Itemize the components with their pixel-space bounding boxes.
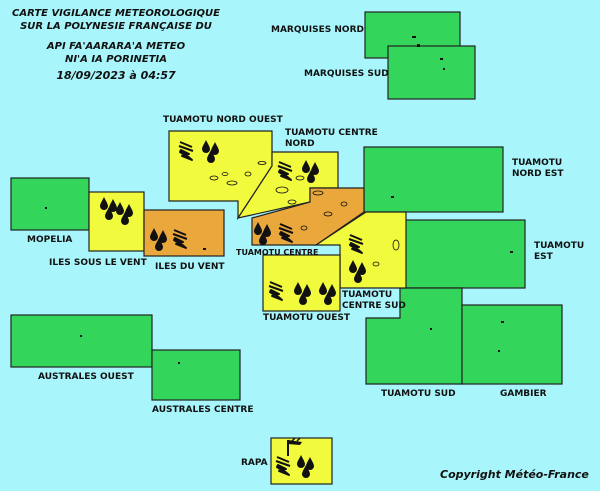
map-title: CARTE VIGILANCE METEOROLOGIQUE SUR LA PO… [0, 8, 232, 83]
zone-australes-ouest[interactable] [10, 314, 153, 368]
zone-marquises-sud[interactable] [387, 45, 476, 100]
copyright: Copyright Météo-France [440, 468, 589, 481]
zone-tuamotu-est[interactable] [403, 219, 526, 289]
atolls [209, 161, 400, 267]
zone-iles-sous-le-vent[interactable] [88, 191, 145, 252]
label-tuamotu-centre-sud: TUAMOTU CENTRE SUD [342, 290, 406, 312]
title-line-4: NI'A IA PORINETIA [64, 53, 168, 65]
label-tuamotu-est: TUAMOTU EST [534, 241, 584, 263]
zone-tuamotu-centre[interactable] [251, 187, 365, 246]
issue-date: 18/09/2023 à 04:57 [56, 69, 176, 82]
label-tuamotu-nord-ouest: TUAMOTU NORD OUEST [163, 115, 283, 125]
label-line: EST [534, 252, 553, 262]
label-tuamotu-nord-est: TUAMOTU NORD EST [512, 158, 564, 180]
label-line: NORD EST [512, 169, 564, 179]
zone-mopelia[interactable] [10, 177, 90, 231]
title-line-2: SUR LA POLYNESIE FRANÇAISE DU [20, 20, 212, 32]
label-marquises-nord: MARQUISES NORD [271, 25, 364, 35]
label-marquises-sud: MARQUISES SUD [304, 69, 389, 79]
zone-gambier[interactable] [461, 304, 563, 385]
label-line: CENTRE SUD [342, 301, 406, 311]
zone-australes-centre[interactable] [151, 349, 241, 401]
label-gambier: GAMBIER [500, 389, 547, 399]
label-line: TUAMOTU CENTRE [285, 128, 378, 138]
label-australes-centre: AUSTRALES CENTRE [152, 405, 254, 415]
zone-tuamotu-nord-est[interactable] [363, 146, 504, 213]
label-line: TUAMOTU [512, 158, 563, 168]
label-tuamotu-sud: TUAMOTU SUD [381, 389, 456, 399]
label-mopelia: MOPELIA [27, 235, 73, 245]
label-tuamotu-centre: TUAMOTU CENTRE [236, 248, 319, 257]
label-line: NORD [285, 139, 315, 149]
zone-tuamotu-sud[interactable] [365, 287, 463, 385]
label-line: TUAMOTU [342, 290, 393, 300]
label-rapa: RAPA [241, 458, 268, 468]
label-australes-ouest: AUSTRALES OUEST [38, 372, 134, 382]
title-line-3: API FA'AARARA'A METEO [46, 41, 186, 52]
label-line: TUAMOTU [534, 241, 585, 251]
label-iles-sous-le-vent: ILES SOUS LE VENT [49, 258, 147, 268]
label-iles-du-vent: ILES DU VENT [155, 262, 225, 272]
title-line-1: CARTE VIGILANCE METEOROLOGIQUE [11, 8, 221, 19]
zone-iles-du-vent[interactable] [143, 209, 225, 257]
label-tuamotu-centre-nord: TUAMOTU CENTRE NORD [285, 128, 378, 150]
label-tuamotu-ouest: TUAMOTU OUEST [263, 313, 351, 323]
